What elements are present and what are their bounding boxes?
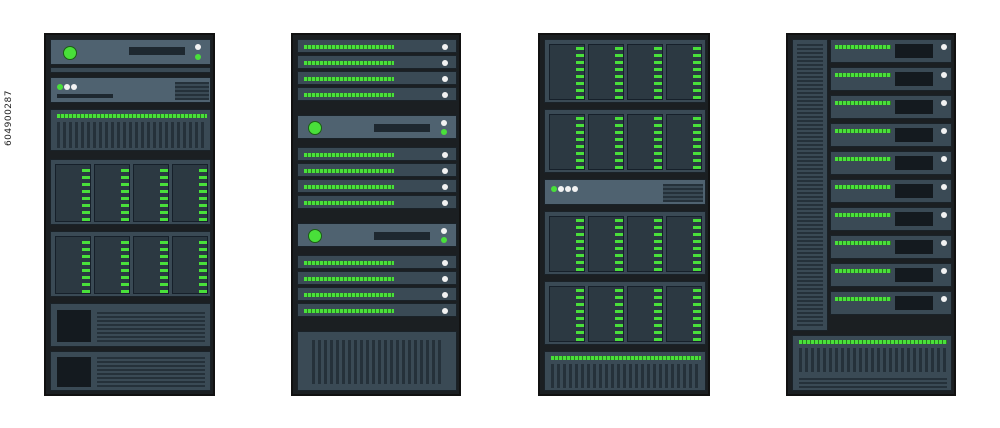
server-rack-3 [538, 33, 710, 396]
rack4-blade [830, 235, 952, 259]
status-led-icon [195, 54, 201, 60]
console-screen [57, 310, 91, 342]
drive-bays [799, 348, 947, 372]
vent-grille [312, 340, 444, 384]
status-led-icon [195, 44, 201, 50]
rack2-server-1u [297, 163, 457, 177]
rack4-blade [830, 151, 952, 175]
console-screen [57, 357, 91, 387]
power-led-icon [308, 229, 322, 243]
rack2-power-unit [297, 223, 457, 247]
rack3-drive-array [544, 351, 706, 391]
rack1-shelf [50, 67, 211, 73]
disk-bay [94, 236, 130, 294]
rack2-server-1u [297, 255, 457, 269]
vent-grille [175, 82, 209, 100]
rack4-blade [830, 123, 952, 147]
rack1-disk-enclosure [50, 231, 211, 297]
drive-led-bar [57, 114, 207, 118]
disk-bay [133, 164, 169, 222]
rack2-vent-panel [297, 331, 457, 391]
rack4-blade [830, 39, 952, 63]
disk-bay [94, 164, 130, 222]
rack4-drive-array [792, 335, 952, 391]
rack3-switch [544, 179, 706, 205]
rack4-blade [830, 179, 952, 203]
port-strip [57, 94, 113, 98]
power-led-icon [63, 46, 77, 60]
vent-grille [97, 357, 205, 387]
rack2-server-1u [297, 55, 457, 69]
vent-grille [799, 376, 947, 388]
rack1-disk-enclosure [50, 159, 211, 225]
rack2-server-1u [297, 39, 457, 53]
power-led-icon [308, 121, 322, 135]
rack4-blade [830, 263, 952, 287]
status-led-icon [71, 84, 77, 90]
server-rack-4 [786, 33, 956, 396]
rack2-server-1u [297, 287, 457, 301]
server-rack-2 [291, 33, 461, 396]
rack4-tower-panel [792, 39, 828, 331]
status-led-icon [57, 84, 63, 90]
status-led-icon [64, 84, 70, 90]
disk-bay [172, 236, 208, 294]
stock-id-label: 604900287 [4, 90, 14, 147]
rack2-server-1u [297, 303, 457, 317]
rack4-blade [830, 95, 952, 119]
port-strip [129, 47, 185, 55]
drive-bays [551, 364, 701, 388]
rack4-blade [830, 291, 952, 315]
vent-grille [97, 310, 205, 342]
rack3-disk-enclosure [544, 109, 706, 173]
rack1-power-unit [50, 39, 211, 65]
rack3-disk-enclosure [544, 281, 706, 345]
rack2-power-unit [297, 115, 457, 139]
drive-led-bar [551, 356, 701, 360]
rack2-server-1u [297, 271, 457, 285]
server-rack-1 [44, 33, 215, 396]
port-strip [374, 232, 430, 240]
rack4-blade [830, 207, 952, 231]
rack2-server-1u [297, 71, 457, 85]
disk-bay [55, 236, 91, 294]
drive-bays [57, 122, 207, 148]
rack2-server-1u [297, 87, 457, 101]
disk-bay [55, 164, 91, 222]
rack3-disk-enclosure [544, 211, 706, 275]
vent-grille [797, 44, 823, 326]
rack1-switch [50, 77, 211, 103]
rack1-console-unit [50, 351, 211, 391]
port-strip [374, 124, 430, 132]
rack3-disk-enclosure [544, 39, 706, 103]
rack2-server-1u [297, 147, 457, 161]
rack4-blade [830, 67, 952, 91]
rack1-console-unit [50, 303, 211, 347]
disk-bay [172, 164, 208, 222]
drive-led-bar [799, 340, 947, 344]
rack2-server-1u [297, 179, 457, 193]
disk-bay [133, 236, 169, 294]
rack1-drive-array [50, 109, 211, 151]
rack2-server-1u [297, 195, 457, 209]
vent-grille [663, 184, 703, 202]
